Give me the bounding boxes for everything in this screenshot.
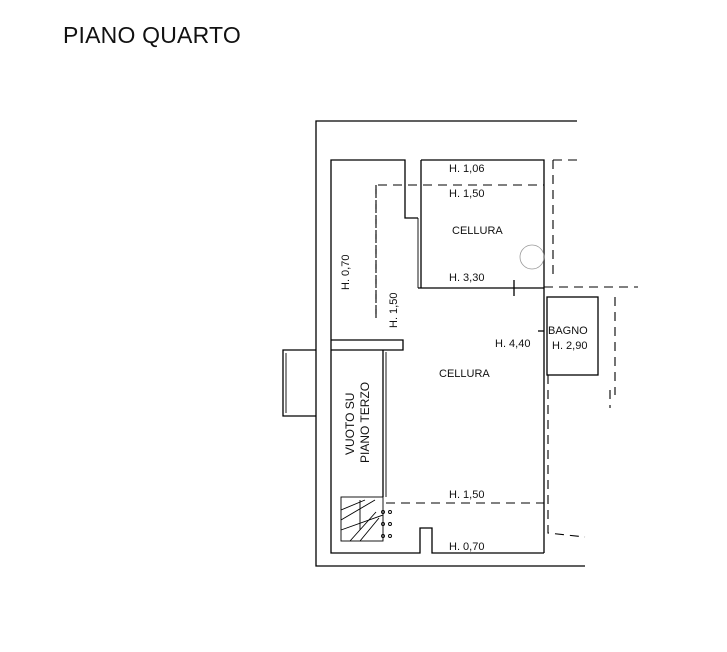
height-lines: [375, 159, 638, 538]
outer-walls: [282, 120, 585, 567]
label-vuoto-line1: VUOTO SU: [343, 393, 357, 455]
label-h-4-40: H. 4,40: [495, 338, 530, 350]
label-room-top: CELLURA: [452, 225, 503, 237]
label-h-0-70-bottom: H. 0,70: [449, 541, 484, 553]
label-vuoto-line2: PIANO TERZO: [358, 382, 372, 463]
staircase: [340, 496, 392, 542]
label-h-1-50-vertical: H. 1,50: [388, 293, 400, 328]
label-h-1-06: H. 1,06: [449, 163, 484, 175]
interior-walls: [330, 159, 599, 554]
label-h-1-50-bottom: H. 1,50: [449, 489, 484, 501]
label-h-1-50-top: H. 1,50: [449, 188, 484, 200]
label-bagno: BAGNO: [548, 325, 588, 337]
label-room-main: CELLURA: [439, 368, 490, 380]
label-h-2-90: H. 2,90: [552, 340, 587, 352]
label-h-3-30: H. 3,30: [449, 272, 484, 284]
floor-title: PIANO QUARTO: [63, 22, 241, 48]
label-h-0-70-left: H. 0,70: [340, 255, 352, 290]
